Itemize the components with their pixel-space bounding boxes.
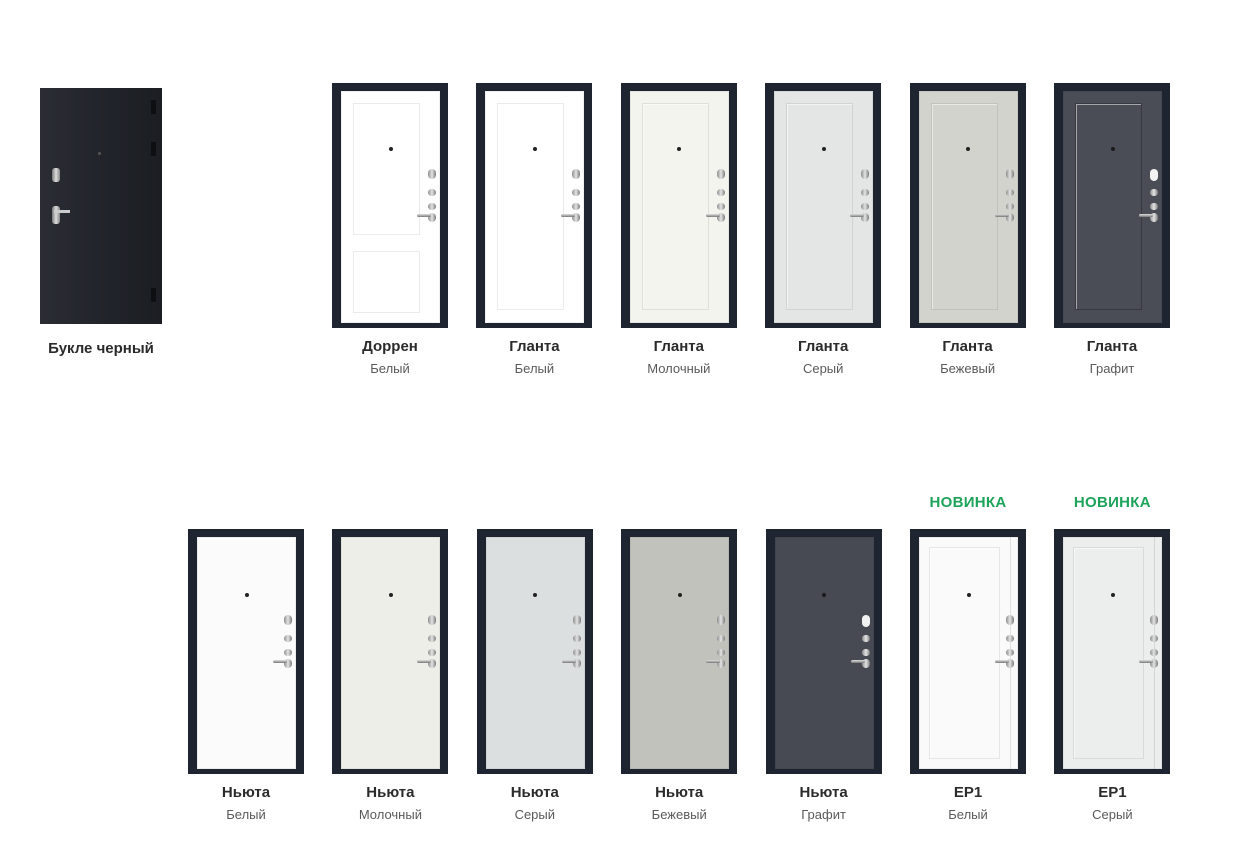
door-model-name: EP1 bbox=[953, 784, 983, 801]
door-model-name: Доррен bbox=[362, 338, 418, 355]
door-model-name: Гланта bbox=[942, 338, 993, 355]
door-model-name: Ньюта bbox=[799, 784, 848, 801]
door-finish-name: Белый bbox=[370, 361, 410, 376]
exterior-door-name: Букле черный bbox=[48, 340, 154, 357]
door-finish-name: Графит bbox=[801, 807, 846, 822]
door-finish-name: Белый bbox=[948, 807, 988, 822]
door-finish-name: Белый bbox=[226, 807, 266, 822]
door-model-name: Гланта bbox=[509, 338, 560, 355]
door-finish-name: Молочный bbox=[358, 807, 422, 822]
door-model-name: Гланта bbox=[797, 338, 849, 355]
door-image[interactable] bbox=[621, 529, 738, 774]
door-image[interactable] bbox=[332, 529, 449, 774]
door-finish-name: Бежевый bbox=[940, 361, 996, 376]
door-image[interactable] bbox=[476, 83, 593, 328]
door-model-name: Гланта bbox=[1086, 338, 1138, 355]
door-finish-name: Молочный bbox=[647, 361, 711, 376]
door-image[interactable] bbox=[910, 529, 1026, 774]
door-image[interactable] bbox=[620, 83, 737, 328]
door-model-name: EP1 bbox=[1098, 784, 1127, 801]
door-finish-name: Графит bbox=[1089, 361, 1135, 376]
door-image[interactable] bbox=[188, 529, 304, 774]
door-finish-name: Серый bbox=[802, 361, 844, 376]
door-finish-name: Белый bbox=[514, 361, 555, 376]
door-model-name: Ньюта bbox=[655, 784, 704, 801]
door-image[interactable] bbox=[1054, 529, 1171, 774]
door-image[interactable] bbox=[765, 529, 882, 774]
exterior-door-card[interactable]: Букле черный bbox=[40, 88, 162, 357]
door-finish-name: Серый bbox=[514, 807, 556, 822]
new-badge: НОВИНКА bbox=[1073, 494, 1151, 511]
door-image[interactable] bbox=[1054, 83, 1170, 328]
door-image[interactable] bbox=[765, 83, 882, 328]
door-model-name: Ньюта bbox=[510, 784, 559, 801]
door-model-name: Ньюта bbox=[366, 784, 415, 801]
door-image[interactable] bbox=[332, 83, 448, 328]
exterior-door-image[interactable] bbox=[40, 88, 162, 324]
door-image[interactable] bbox=[476, 529, 593, 774]
door-image[interactable] bbox=[909, 83, 1026, 328]
new-badge: НОВИНКА bbox=[929, 494, 1007, 511]
door-model-name: Ньюта bbox=[221, 784, 271, 801]
door-finish-name: Бежевый bbox=[651, 807, 707, 822]
door-finish-name: Серый bbox=[1092, 807, 1133, 822]
door-model-name: Гланта bbox=[653, 338, 704, 355]
